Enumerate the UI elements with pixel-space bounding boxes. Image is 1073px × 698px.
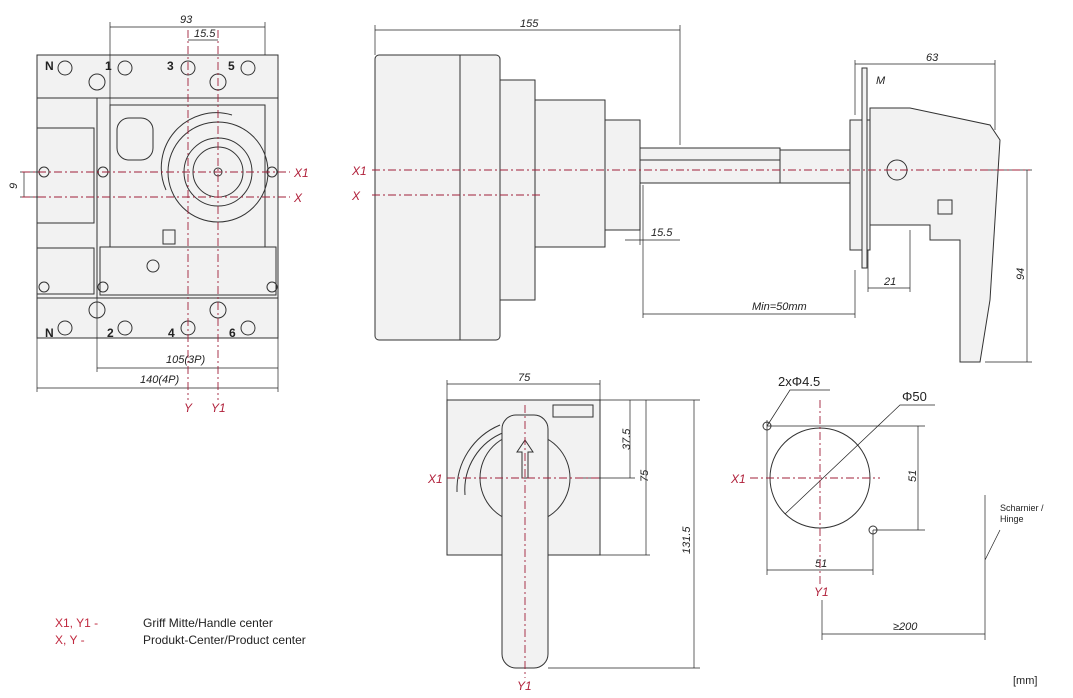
dim-93: 93 — [180, 14, 193, 26]
dim-shaft-15-5: 15.5 — [651, 227, 673, 239]
handle-front-view: 75 37.5 75 131.5 X1 Y1 — [427, 372, 700, 693]
legend-key: X, Y - — [55, 633, 85, 647]
front-view: N 1 3 5 N 2 4 6 93 15.5 9 105(3P) 140(4P… — [8, 14, 309, 415]
dim-63: 63 — [926, 52, 939, 64]
handle-side — [869, 107, 1001, 363]
terminal-label: 3 — [167, 59, 174, 73]
dim-75-height: 75 — [639, 469, 651, 482]
dim-min-50: Min=50mm — [752, 301, 807, 313]
terminal-label: 6 — [229, 326, 236, 340]
axis-x1-label: X1 — [351, 164, 367, 178]
terminal-label: 2 — [107, 326, 114, 340]
shaft — [639, 147, 781, 184]
axis-x-label: X — [351, 189, 361, 203]
terminal-label: N — [45, 59, 54, 73]
legend-item: X, Y - Produkt-Center/Product center — [55, 633, 306, 647]
breaker-body — [36, 54, 279, 339]
dim-51-horizontal: 51 — [815, 558, 827, 570]
axis-x-label: X — [293, 191, 303, 205]
axis-y-label: Y — [184, 401, 193, 415]
terminal-label: N — [45, 326, 54, 340]
axis-y1-label: Y1 — [517, 679, 532, 693]
axis-y1-label: Y1 — [814, 585, 829, 599]
dim-131-5: 131.5 — [681, 526, 693, 554]
dim-155: 155 — [520, 18, 539, 30]
dim-min-200: ≥200 — [893, 621, 918, 633]
diameter-label: Φ50 — [902, 389, 927, 404]
dim-9: 9 — [8, 183, 20, 189]
axis-x1-label: X1 — [427, 472, 443, 486]
legend-item: X1, Y1 - Griff Mitte/Handle center — [55, 616, 273, 630]
breaker-side-body — [374, 54, 501, 341]
hinge-label: Scharnier / — [1000, 503, 1044, 513]
dim-15-5: 15.5 — [194, 28, 216, 40]
side-view: 155 63 M 15.5 21 Min=50mm 94 X1 X — [351, 18, 1032, 363]
terminal-label: 1 — [105, 59, 112, 73]
dim-21: 21 — [883, 276, 896, 288]
dim-140-4p: 140(4P) — [140, 374, 179, 386]
arrow-up-icon — [516, 439, 534, 479]
legend-key: X1, Y1 - — [55, 616, 99, 630]
dim-105-3p: 105(3P) — [166, 354, 205, 366]
dim-75-width: 75 — [518, 372, 531, 384]
terminal-label: 4 — [168, 326, 175, 340]
holes-label: 2xΦ4.5 — [778, 374, 820, 389]
dim-51-vertical: 51 — [907, 470, 919, 482]
legend-text: Griff Mitte/Handle center — [143, 616, 273, 630]
label-m: M — [876, 75, 886, 87]
terminal-label: 5 — [228, 59, 235, 73]
ground-symbol-icon — [146, 259, 160, 273]
dim-37-5: 37.5 — [621, 428, 633, 450]
axis-y1-label: Y1 — [211, 401, 226, 415]
dim-94: 94 — [1015, 268, 1027, 280]
lock-slots — [552, 404, 594, 418]
legend-text: Produkt-Center/Product center — [143, 633, 306, 647]
axis-x1-label: X1 — [730, 472, 746, 486]
door-cutout-view: 2xΦ4.5 Φ50 51 51 X1 Y1 Scharnier / Hinge… — [730, 374, 1044, 640]
axis-x1-label: X1 — [293, 166, 309, 180]
unit-label: [mm] — [1013, 675, 1038, 687]
hinge-label-en: Hinge — [1000, 514, 1024, 524]
